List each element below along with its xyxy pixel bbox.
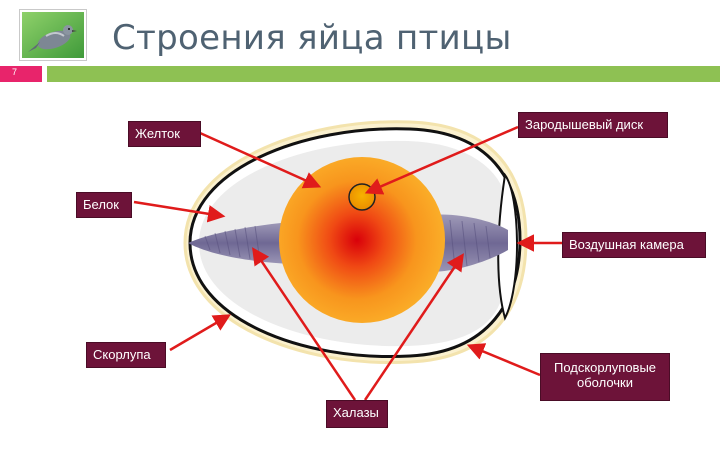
page-title: Строения яйца птицы [112, 18, 512, 58]
pointer-arrows [133, 125, 562, 401]
label-white: Белок [76, 192, 132, 218]
label-germinal-disc: Зародышевый диск [518, 112, 668, 138]
arrow-germinal-disc [364, 125, 519, 195]
arrow-yolk [199, 131, 322, 189]
arrow-chalaza-right [363, 253, 464, 401]
pigeon-icon [20, 10, 86, 60]
label-yolk: Желток [128, 121, 201, 147]
label-shell: Скорлупа [86, 342, 166, 368]
arrow-shell-membranes [466, 343, 541, 377]
slide-number-badge [0, 66, 42, 82]
germinal-disc [348, 183, 376, 211]
arrow-chalaza-left [252, 247, 357, 401]
slide-number: 7 [12, 67, 18, 77]
arrow-white [133, 200, 226, 223]
label-air-cell: Воздушная камера [562, 232, 706, 258]
header-accent-bar [47, 66, 720, 82]
label-chalazae: Халазы [326, 400, 388, 428]
yolk [279, 157, 445, 323]
arrow-shell [169, 314, 232, 352]
label-shell-membranes: Подскорлуповые оболочки [540, 353, 670, 401]
